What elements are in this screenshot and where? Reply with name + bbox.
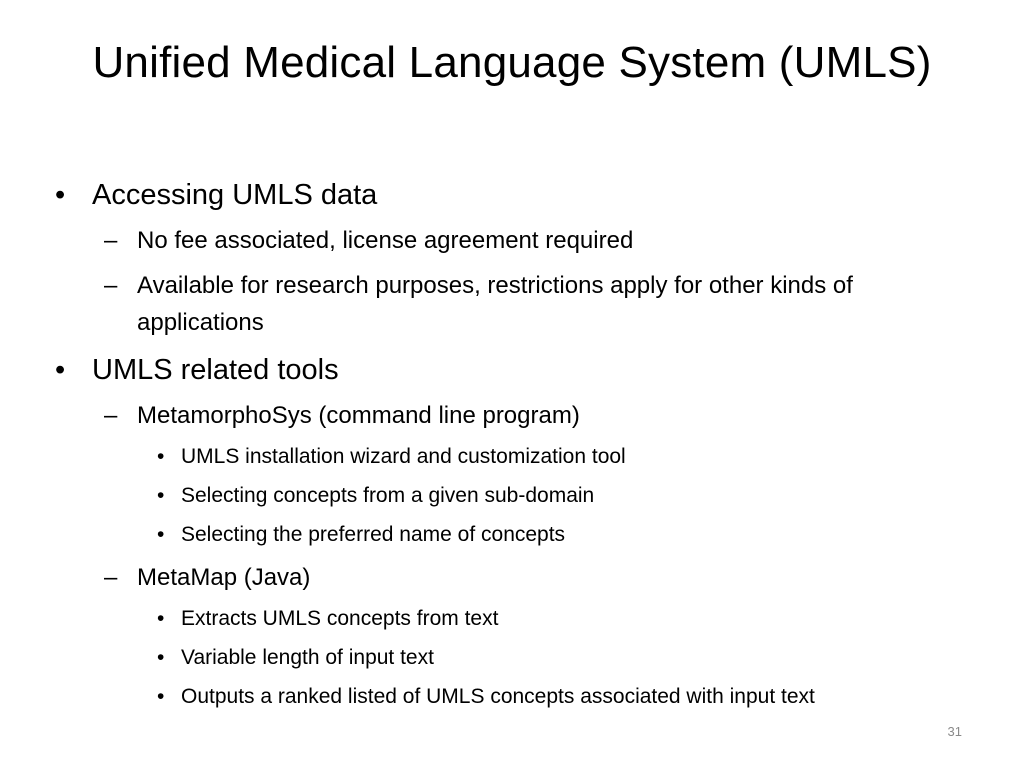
bullet-text: Accessing UMLS data (92, 179, 378, 211)
sub-bullet-text: Available for research purposes, restric… (137, 272, 853, 336)
sub-bullet-text: No fee associated, license agreement req… (137, 227, 634, 254)
slide-title: Unified Medical Language System (UMLS) (92, 38, 932, 87)
bullet-umls-related-tools: • UMLS related tools (0, 353, 1024, 387)
sub-bullet-text: MetaMap (Java) (137, 564, 311, 591)
dash-marker: – (104, 272, 118, 299)
sub-bullet-text: MetamorphoSys (command line program) (137, 402, 580, 429)
slide-number: 31 (947, 724, 962, 739)
sub-sub-bullet-extracts-concepts: • Extracts UMLS concepts from text (0, 604, 1024, 634)
sub-bullet-available-for-research: – Available for research purposes, restr… (0, 267, 1024, 341)
dash-marker: – (104, 402, 118, 429)
bullet-accessing-umls-data: • Accessing UMLS data (0, 178, 1024, 212)
dash-marker: – (104, 564, 118, 591)
bullet-marker: • (157, 685, 165, 708)
bullet-text: UMLS related tools (92, 354, 339, 386)
bullet-marker: • (55, 179, 66, 211)
sub-sub-bullet-text: Selecting concepts from a given sub-doma… (181, 484, 595, 507)
sub-sub-bullet-preferred-name: • Selecting the preferred name of concep… (0, 520, 1024, 550)
bullet-marker: • (157, 484, 165, 507)
sub-sub-bullet-text: Variable length of input text (181, 646, 434, 669)
sub-bullet-metamap: – MetaMap (Java) (0, 559, 1024, 596)
sub-sub-bullet-selecting-concepts: • Selecting concepts from a given sub-do… (0, 481, 1024, 511)
slide-body: • Accessing UMLS data – No fee associate… (0, 178, 1024, 721)
sub-sub-bullet-ranked-list: • Outputs a ranked listed of UMLS concep… (0, 682, 1024, 712)
dash-marker: – (104, 227, 118, 254)
bullet-marker: • (157, 646, 165, 669)
bullet-marker: • (157, 523, 165, 546)
sub-sub-bullet-text: Extracts UMLS concepts from text (181, 607, 499, 630)
sub-bullet-metamorphosys: – MetamorphoSys (command line program) (0, 397, 1024, 434)
sub-sub-bullet-text: UMLS installation wizard and customizati… (181, 445, 626, 468)
sub-sub-bullet-text: Outputs a ranked listed of UMLS concepts… (181, 685, 815, 708)
sub-bullet-no-fee: – No fee associated, license agreement r… (0, 222, 1024, 259)
sub-sub-bullet-text: Selecting the preferred name of concepts (181, 523, 566, 546)
bullet-marker: • (157, 445, 165, 468)
sub-sub-bullet-installation-wizard: • UMLS installation wizard and customiza… (0, 442, 1024, 472)
sub-sub-bullet-variable-length: • Variable length of input text (0, 643, 1024, 673)
bullet-marker: • (157, 607, 165, 630)
bullet-marker: • (55, 354, 66, 386)
